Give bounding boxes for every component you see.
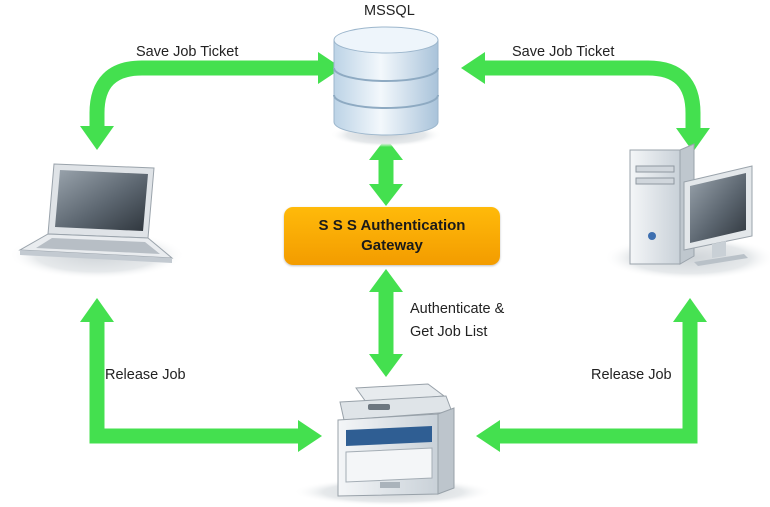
- multifunction-printer-icon: [293, 383, 493, 506]
- desktop-computer-icon: [604, 143, 770, 280]
- edge-label-release-left: Release Job: [105, 367, 186, 383]
- edge-label-authenticate: Authenticate &: [410, 301, 505, 317]
- gateway-title-line1: S S S Authentication: [318, 217, 466, 234]
- arrow-save-left: [80, 52, 342, 150]
- arrow-db-gateway: [369, 138, 403, 206]
- arrow-save-right: [461, 52, 710, 152]
- authentication-gateway-box: S S S Authentication Gateway: [284, 207, 500, 265]
- arrow-release-left: [80, 298, 322, 452]
- database-icon: [330, 26, 442, 147]
- edge-label-get-job-list: Get Job List: [410, 324, 488, 340]
- edge-label-release-right: Release Job: [591, 367, 672, 383]
- edge-label-save-right: Save Job Ticket: [512, 44, 615, 60]
- edge-label-save-left: Save Job Ticket: [136, 44, 239, 60]
- database-label: MSSQL: [364, 3, 415, 19]
- laptop-icon: [9, 163, 185, 279]
- gateway-title-line2: Gateway: [361, 237, 423, 254]
- arrow-release-right: [476, 298, 707, 452]
- arrow-gateway-printer: [369, 269, 403, 377]
